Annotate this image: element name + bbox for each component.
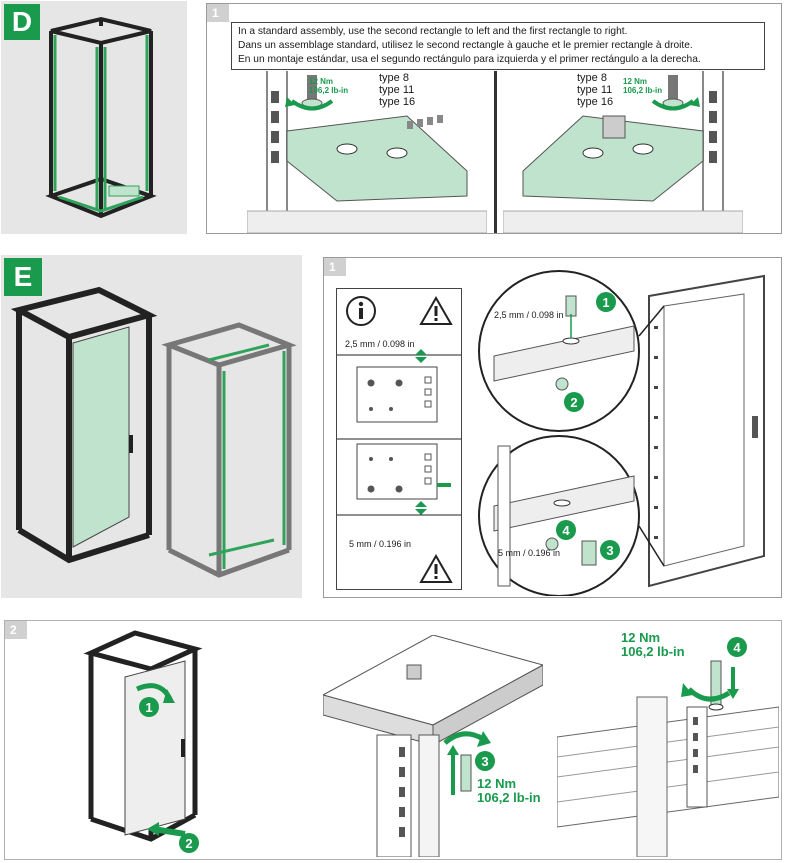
door-mount-illustration [478,270,765,596]
gap-diagram-box: 2,5 mm / 0.098 in 5 mm / 0.196 in [336,288,462,590]
torque-label-middle: 12 Nm 106,2 lb-in [477,777,541,805]
step-tab [324,258,346,276]
section-e-badge-label: E [13,261,33,292]
callout-3-label: 3 [606,542,614,558]
section-d-overview-panel: D [1,1,187,234]
type-list-left: type 8 type 11 type 16 [379,72,415,108]
left-rectangle-mount-illustration [247,71,487,233]
type-8-left: type 8 [379,72,409,84]
hinge-pin-detail-illustration [323,635,543,857]
step-tab [5,621,27,639]
callout-1-label: 1 [602,294,610,310]
callout-4: 4 [727,637,747,657]
callout-4-label: 4 [733,639,741,655]
torque-nm-right: 12 Nm [623,77,648,86]
section-d-step1-panel: 1 In a standard assembly, use the second… [206,3,782,234]
torque-lbin-middle: 106,2 lb-in [477,790,541,805]
callout-2-label: 2 [570,394,578,410]
gap-diagram-illustration [337,349,461,516]
callout-1: 1 [596,292,616,312]
step-number: 1 [329,260,336,274]
callout-4: 4 [556,520,576,540]
instruction-en: In a standard assembly, use the second r… [238,26,628,37]
cabinet-door-removal-illustration [83,630,203,842]
step-tab [207,4,229,22]
torque-nm-left: 12 Nm [309,77,334,86]
torque-label-right: 12 Nm 106,2 lb-in [623,77,662,95]
callout-2: 2 [179,833,199,853]
callout-4-label: 4 [562,522,570,538]
step-number: 1 [212,6,219,20]
torque-lbin-left: 106,2 lb-in [309,86,349,95]
callout-2: 2 [564,392,584,412]
cabinet-pair-illustration [10,286,297,578]
step-number: 2 [10,623,17,637]
section-e-step1-panel: 1 2,5 mm / 0.098 in [323,257,782,598]
hinge-pin-tighten-illustration [557,660,779,857]
callout-2-label: 2 [185,835,193,851]
type-8-right: type 8 [577,72,607,84]
step2-panel: 2 1 2 3 12 Nm 106,2 lb-in [4,620,782,860]
section-e-overview-panel: E [1,255,302,598]
section-d-badge: D [4,4,40,40]
torque-nm-right: 12 Nm [621,630,661,645]
type-16-left: type 16 [379,96,416,108]
torque-label-right: 12 Nm 106,2 lb-in [621,631,685,659]
cabinet-frame-illustration [45,16,157,219]
callout-3: 3 [600,540,620,560]
warning-icon [419,553,453,583]
type-list-right: type 8 type 11 type 16 [577,72,613,108]
center-divider [494,71,497,233]
type-11-left: type 11 [379,84,415,96]
torque-lbin-right: 106,2 lb-in [623,86,663,95]
instruction-fr: Dans un assemblage standard, utilisez le… [238,40,693,51]
gap-bottom-label-zoom: 5 mm / 0.196 in [498,548,561,558]
instruction-box: In a standard assembly, use the second r… [231,22,765,70]
torque-lbin-right: 106,2 lb-in [621,644,685,659]
warning-icon [419,295,453,325]
section-d-badge-label: D [11,6,33,37]
section-e-badge: E [4,258,42,296]
callout-1: 1 [139,697,159,717]
torque-nm-middle: 12 Nm [477,776,517,791]
type-16-right: type 16 [577,96,614,108]
callout-3-label: 3 [481,753,489,769]
gap-bottom-label: 5 mm / 0.196 in [349,539,412,549]
callout-3: 3 [475,751,495,771]
right-rectangle-mount-illustration [503,71,743,233]
gap-top-label: 2,5 mm / 0.098 in [345,339,415,349]
torque-label-left: 12 Nm 106,2 lb-in [309,77,348,95]
info-icon [346,296,376,326]
type-11-right: type 11 [577,84,613,96]
gap-top-label-zoom: 2,5 mm / 0.098 in [494,310,564,320]
instruction-es: En un montaje estándar, usa el segundo r… [238,54,701,65]
callout-1-label: 1 [145,699,153,715]
